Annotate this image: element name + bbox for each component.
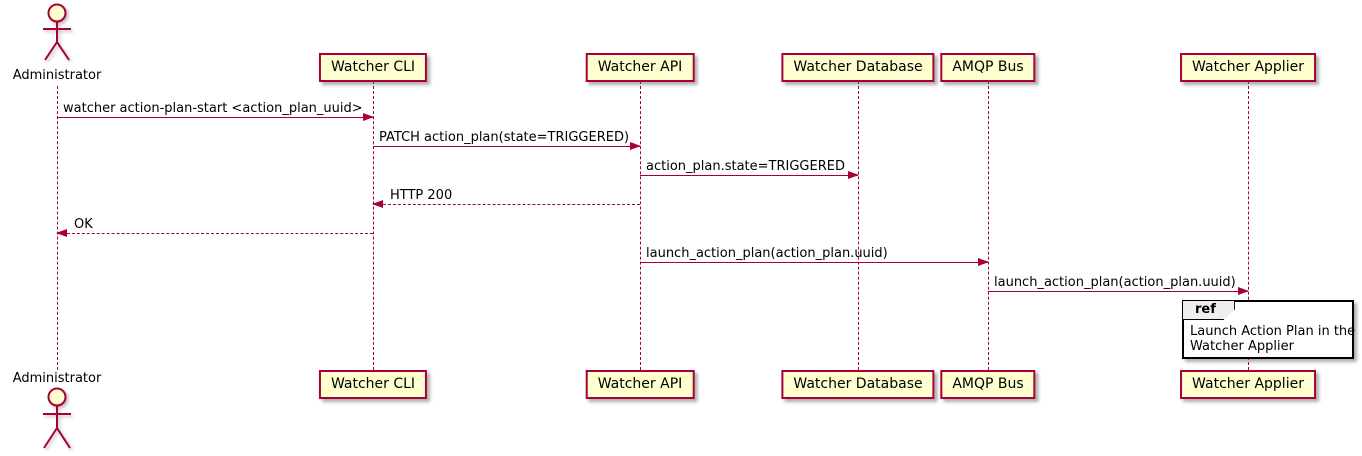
- message-line: [640, 175, 858, 176]
- message-http-200: HTTP 200: [372, 188, 640, 214]
- participant-watcher-api-top: Watcher API: [585, 53, 695, 82]
- arrowhead-right-icon: [978, 258, 989, 266]
- lifeline-watcher-cli: [373, 81, 374, 370]
- message-state-triggered: action_plan.state=TRIGGERED: [640, 159, 859, 185]
- ref-line-2: Watcher Applier: [1190, 339, 1294, 354]
- message-line: [988, 291, 1248, 292]
- message-launch-action-plan-applier: launch_action_plan(action_plan.uuid): [988, 275, 1249, 301]
- message-line: [57, 233, 373, 234]
- ref-body: Launch Action Plan in the Watcher Applie…: [1190, 324, 1355, 354]
- lifeline-watcher-database: [858, 81, 859, 370]
- arrowhead-right-icon: [1238, 287, 1249, 295]
- participant-amqp-bus-bottom: AMQP Bus: [940, 370, 1036, 399]
- participant-watcher-database-bottom: Watcher Database: [781, 370, 935, 399]
- arrowhead-left-icon: [56, 229, 67, 237]
- message-label: action_plan.state=TRIGGERED: [646, 159, 845, 174]
- message-label: OK: [74, 217, 93, 232]
- lifeline-administrator: [57, 86, 58, 370]
- arrowhead-right-icon: [848, 171, 859, 179]
- lifeline-watcher-api: [640, 81, 641, 370]
- message-patch-action-plan: PATCH action_plan(state=TRIGGERED): [373, 130, 641, 156]
- message-label: PATCH action_plan(state=TRIGGERED): [379, 130, 630, 145]
- message-line: [640, 262, 988, 263]
- ref-fragment: ref Launch Action Plan in the Watcher Ap…: [1182, 300, 1355, 359]
- message-launch-action-plan-amqp: launch_action_plan(action_plan.uuid): [640, 246, 989, 272]
- ref-line-1: Launch Action Plan in the: [1190, 324, 1356, 339]
- actor-label-top: Administrator: [12, 68, 102, 83]
- arrowhead-left-icon: [372, 200, 383, 208]
- participant-watcher-cli-top: Watcher CLI: [318, 53, 428, 82]
- message-action-plan-start: watcher action-plan-start <action_plan_u…: [57, 101, 374, 127]
- arrowhead-right-icon: [363, 113, 374, 121]
- participant-watcher-api-bottom: Watcher API: [585, 370, 695, 399]
- participant-amqp-bus-top: AMQP Bus: [940, 53, 1036, 82]
- message-ok: OK: [56, 217, 373, 243]
- message-label: launch_action_plan(action_plan.uuid): [994, 275, 1236, 290]
- message-label: watcher action-plan-start <action_plan_u…: [63, 101, 363, 116]
- actor-figure-bottom-icon: [37, 386, 77, 456]
- message-line: [373, 204, 640, 205]
- participant-watcher-applier-top: Watcher Applier: [1180, 53, 1316, 82]
- actor-figure-icon: [37, 2, 77, 68]
- message-line: [373, 146, 640, 147]
- ref-tag: ref: [1183, 301, 1235, 320]
- message-line: [57, 117, 373, 118]
- lifeline-amqp-bus: [988, 81, 989, 370]
- message-label: launch_action_plan(action_plan.uuid): [646, 246, 888, 261]
- lifeline-watcher-applier: [1248, 81, 1249, 370]
- arrowhead-right-icon: [630, 142, 641, 150]
- participant-watcher-cli-bottom: Watcher CLI: [318, 370, 428, 399]
- message-label: HTTP 200: [390, 188, 453, 203]
- participant-watcher-database-top: Watcher Database: [781, 53, 935, 82]
- actor-label-bottom: Administrator: [12, 371, 102, 386]
- participant-watcher-applier-bottom: Watcher Applier: [1180, 370, 1316, 399]
